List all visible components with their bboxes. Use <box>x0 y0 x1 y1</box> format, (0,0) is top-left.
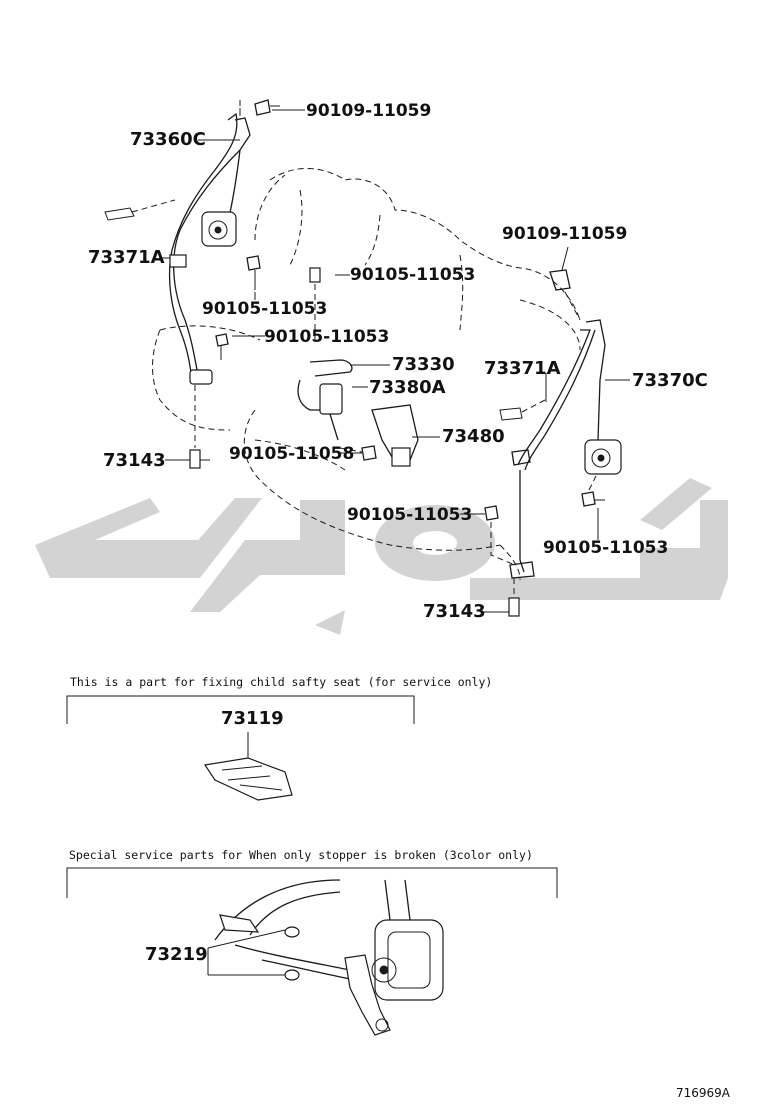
callout-73219: 73219 <box>145 944 208 965</box>
callout-90105-11053-center: 90105-11053 <box>350 265 476 285</box>
watermark-logo <box>35 478 728 635</box>
right-bolts <box>484 475 605 566</box>
left-belt-assembly <box>104 108 251 385</box>
callout-73360c: 73360C <box>130 129 206 150</box>
stopper-note: Special service parts for When only stop… <box>69 848 533 862</box>
callout-73371a-left: 73371A <box>88 247 165 268</box>
child-seat-box <box>66 695 415 801</box>
stopper-box <box>66 867 558 1036</box>
callout-73119: 73119 <box>221 708 284 729</box>
callout-73143-left: 73143 <box>103 450 166 471</box>
callout-73370c: 73370C <box>632 370 708 391</box>
callout-90105-11058: 90105-11058 <box>229 444 355 464</box>
callout-90105-11053-left-upper: 90105-11053 <box>202 299 328 319</box>
child-seat-note: This is a part for fixing child safty se… <box>70 675 493 689</box>
callout-73143-right: 73143 <box>423 601 486 622</box>
callout-90109-11059-right: 90109-11059 <box>502 224 628 244</box>
leader-lines <box>160 109 630 613</box>
callout-73371a-right: 73371A <box>484 358 561 379</box>
callout-73380a: 73380A <box>369 377 446 398</box>
callout-90109-11059-top: 90109-11059 <box>306 101 432 121</box>
callout-90105-11053-right-low: 90105-11053 <box>543 538 669 558</box>
right-belt-assembly <box>499 269 622 617</box>
callout-90105-11053-right-mid: 90105-11053 <box>347 505 473 525</box>
callout-90105-11053-left-lower: 90105-11053 <box>264 327 390 347</box>
left-bolts <box>189 99 280 469</box>
diagram-code: 716969A <box>675 1086 730 1100</box>
callout-73480: 73480 <box>442 426 505 447</box>
callout-73330: 73330 <box>392 354 455 375</box>
